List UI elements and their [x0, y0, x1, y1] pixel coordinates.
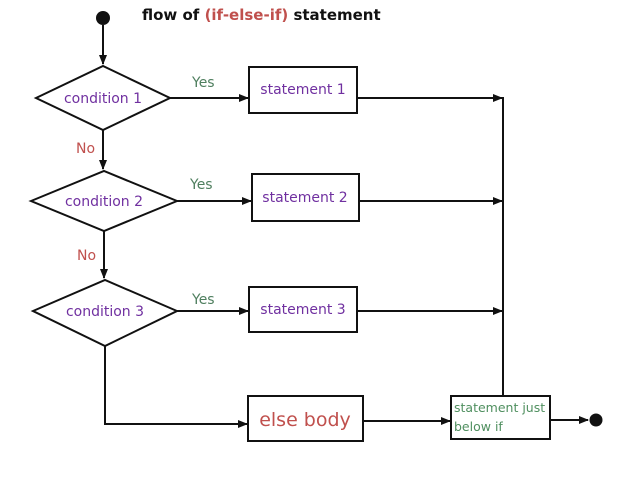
statement-1-label: statement 1 [260, 82, 345, 98]
end-node [589, 413, 603, 427]
statement-2-box [251, 173, 360, 222]
title-highlight: (if-else-if) [205, 6, 289, 24]
yes-label-2: Yes [189, 177, 213, 193]
condition-3-label: condition 3 [66, 304, 144, 320]
condition-1-label: condition 1 [64, 91, 142, 107]
statement-3-label: statement 3 [260, 302, 345, 318]
statement-below-if-line1: statement just [454, 400, 545, 415]
diagram-title: flow of (if-else-if) statement [142, 6, 381, 24]
statement-3-box [248, 286, 358, 333]
no-label-1: No [76, 141, 95, 157]
start-node [96, 11, 110, 25]
condition-2-label: condition 2 [65, 194, 143, 210]
yes-label-3: Yes [191, 292, 215, 308]
yes-label-1: Yes [191, 75, 215, 91]
statement-below-if-box [450, 395, 551, 440]
no-label-2: No [77, 248, 96, 264]
statement-2-label: statement 2 [262, 190, 347, 206]
else-body-label: else body [259, 409, 351, 431]
statement-below-if-line2: below if [454, 419, 503, 434]
else-arrow [104, 346, 248, 428]
statement-1-box [248, 66, 358, 114]
else-body-box [247, 395, 364, 442]
